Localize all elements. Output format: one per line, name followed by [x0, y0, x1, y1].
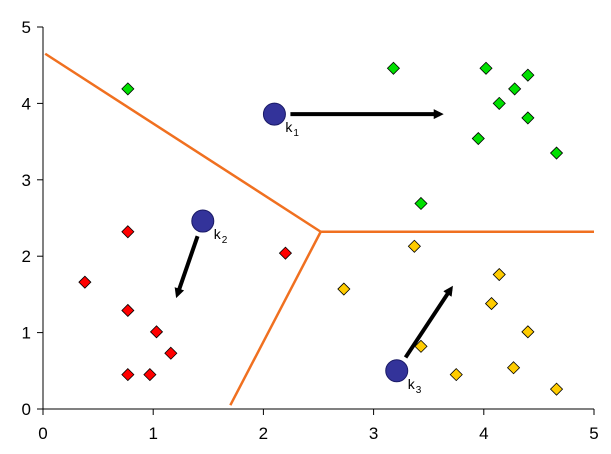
centroid-k3: [385, 359, 409, 383]
green-point: [549, 146, 564, 160]
centroid-label-k2: k: [214, 226, 222, 242]
green-point: [121, 82, 135, 96]
green-point: [414, 196, 428, 211]
x-tick-label: 5: [589, 424, 598, 443]
red-point: [121, 303, 135, 318]
boundary-line: [44, 52, 322, 233]
yellow-point: [506, 361, 521, 375]
green-point: [508, 82, 522, 96]
red-point: [164, 346, 178, 360]
yellow-point: [549, 382, 564, 396]
green-point: [479, 61, 493, 75]
y-tick-label: 3: [22, 171, 31, 190]
y-tick-label: 5: [22, 18, 31, 37]
green-point: [492, 96, 506, 110]
yellow-point: [521, 325, 535, 339]
red-point: [78, 275, 92, 289]
centroid-subscript-k1: 1: [293, 128, 299, 139]
yellow-point: [492, 267, 506, 282]
red-point: [143, 368, 157, 382]
x-tick-label: 2: [259, 424, 268, 443]
centroid-arrows: [174, 109, 453, 359]
green-point: [471, 131, 485, 146]
centroid-k2: [191, 209, 215, 233]
yellow-point: [414, 339, 428, 353]
centroid-arrow-k3: [403, 285, 453, 359]
yellow-point: [337, 282, 351, 296]
y-tick-label: 2: [22, 247, 31, 266]
red-point: [149, 325, 164, 339]
y-tick-label: 0: [22, 400, 31, 419]
yellow-point: [407, 239, 421, 253]
axes: 0 1 2 3 4 5 0 1 2 3 4 5: [22, 18, 599, 443]
x-tick-label: 0: [38, 424, 47, 443]
red-point: [121, 368, 135, 382]
y-tick-label: 4: [22, 94, 31, 113]
decision-boundaries: [44, 52, 594, 406]
centroid-label-k1: k: [285, 119, 293, 135]
data-points: [78, 61, 564, 396]
centroid-arrow-k2: [174, 235, 200, 299]
centroid-subscript-k2: 2: [222, 235, 228, 246]
yellow-point: [484, 297, 499, 311]
green-point: [386, 61, 401, 75]
x-tick-label: 3: [369, 424, 378, 443]
x-tick-label: 1: [148, 424, 157, 443]
centroid-k1: [262, 102, 286, 126]
red-point: [278, 246, 293, 260]
centroid-subscript-k3: 3: [416, 385, 422, 396]
green-point: [521, 68, 535, 82]
centroid-label-k3: k: [408, 376, 416, 392]
boundary-line: [229, 231, 322, 406]
yellow-point: [449, 368, 463, 382]
x-tick-label: 4: [479, 424, 488, 443]
y-tick-label: 1: [22, 324, 31, 343]
red-point: [121, 225, 135, 239]
green-point: [521, 111, 535, 125]
